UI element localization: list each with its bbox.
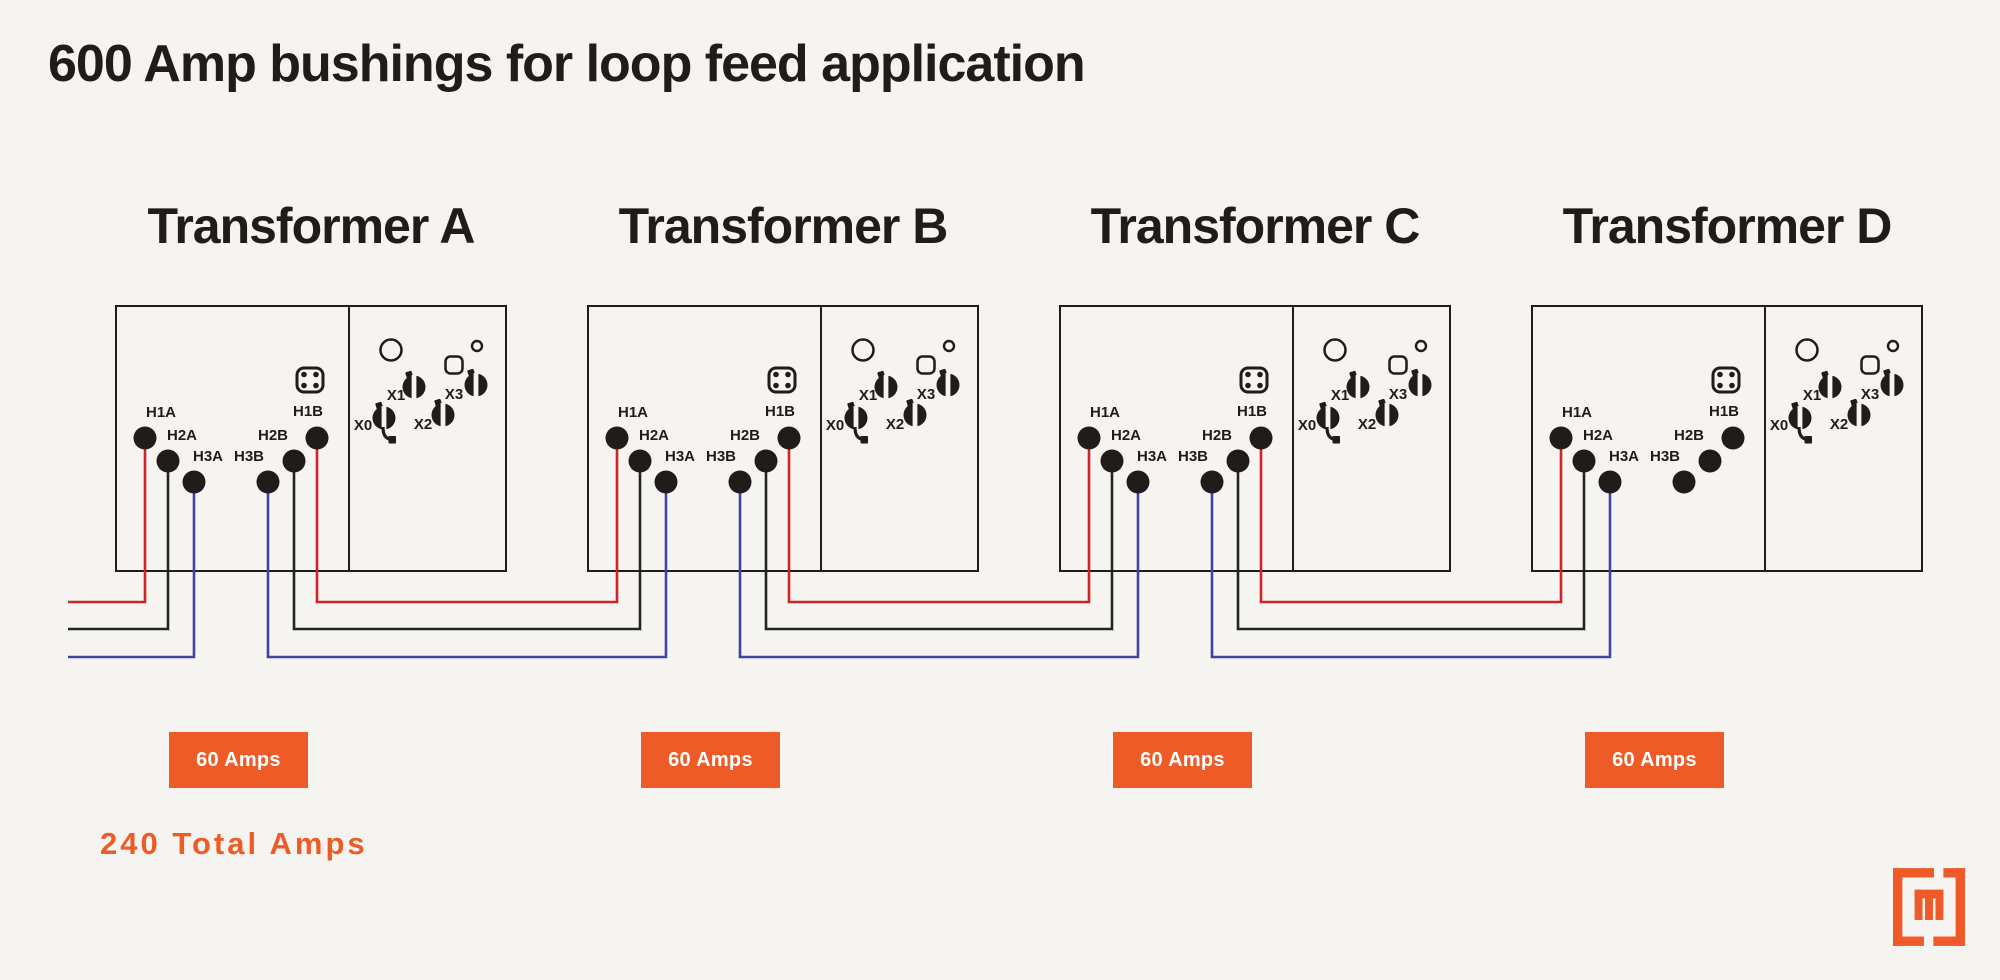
box-divider-line [1763, 307, 1767, 570]
x-terminal-label-x1: X1 [1802, 387, 1822, 404]
bushing-label-h1a: H1A [145, 404, 176, 421]
bushing-label-h2a: H2A [166, 427, 197, 444]
bushing-label-h2b: H2B [257, 427, 288, 444]
total-amps-label: 240 Total Amps [100, 826, 368, 861]
amps-badge: 60 Amps [1113, 732, 1252, 788]
amps-badge: 60 Amps [169, 732, 308, 788]
transformer-title: Transformer C [1090, 198, 1421, 254]
x-terminal-label-x0: X0 [353, 417, 373, 434]
bushing-label-h1b: H1B [764, 403, 795, 420]
bushing-label-h2a: H2A [638, 427, 669, 444]
x-terminal-label-x2: X2 [1357, 416, 1377, 433]
bushing-label-h3b: H3B [1649, 448, 1680, 465]
transformer-title: Transformer B [618, 198, 949, 254]
x-terminal-label-x3: X3 [916, 386, 936, 403]
x-terminal-label-x3: X3 [1860, 386, 1880, 403]
bushing-label-h3b: H3B [233, 448, 264, 465]
bushing-label-h2b: H2B [729, 427, 760, 444]
box-divider-line [347, 307, 351, 570]
bushing-label-h2a: H2A [1582, 427, 1613, 444]
x-terminal-label-x0: X0 [1769, 417, 1789, 434]
box-divider-line [819, 307, 823, 570]
box-divider-line [1291, 307, 1295, 570]
bushing-label-h3b: H3B [1177, 448, 1208, 465]
x-terminal-label-x2: X2 [885, 416, 905, 433]
bushing-label-h1b: H1B [292, 403, 323, 420]
x-terminal-label-x1: X1 [858, 387, 878, 404]
maddox-m-logo [1893, 868, 1965, 946]
x-terminal-label-x3: X3 [1388, 386, 1408, 403]
bushing-label-h3a: H3A [1136, 448, 1167, 465]
bushing-label-h2b: H2B [1201, 427, 1232, 444]
bushing-label-h1a: H1A [1089, 404, 1120, 421]
bushing-label-h3a: H3A [192, 448, 223, 465]
x-terminal-label-x0: X0 [825, 417, 845, 434]
bushing-label-h1b: H1B [1708, 403, 1739, 420]
amps-badge: 60 Amps [641, 732, 780, 788]
bushing-label-h3b: H3B [705, 448, 736, 465]
bushing-label-h3a: H3A [664, 448, 695, 465]
x-terminal-label-x1: X1 [1330, 387, 1350, 404]
amps-badge: 60 Amps [1585, 732, 1724, 788]
transformer-title: Transformer A [147, 198, 476, 254]
x-terminal-label-x3: X3 [444, 386, 464, 403]
x-terminal-label-x2: X2 [1829, 416, 1849, 433]
bushing-label-h1a: H1A [1561, 404, 1592, 421]
bushing-label-h1b: H1B [1236, 403, 1267, 420]
bushing-label-h3a: H3A [1608, 448, 1639, 465]
x-terminal-label-x2: X2 [413, 416, 433, 433]
bushing-label-h2b: H2B [1673, 427, 1704, 444]
bushing-label-h1a: H1A [617, 404, 648, 421]
bushing-label-h2a: H2A [1110, 427, 1141, 444]
x-terminal-label-x1: X1 [386, 387, 406, 404]
x-terminal-label-x0: X0 [1297, 417, 1317, 434]
transformer-title: Transformer D [1562, 198, 1893, 254]
page-title: 600 Amp bushings for loop feed applicati… [48, 35, 1086, 93]
